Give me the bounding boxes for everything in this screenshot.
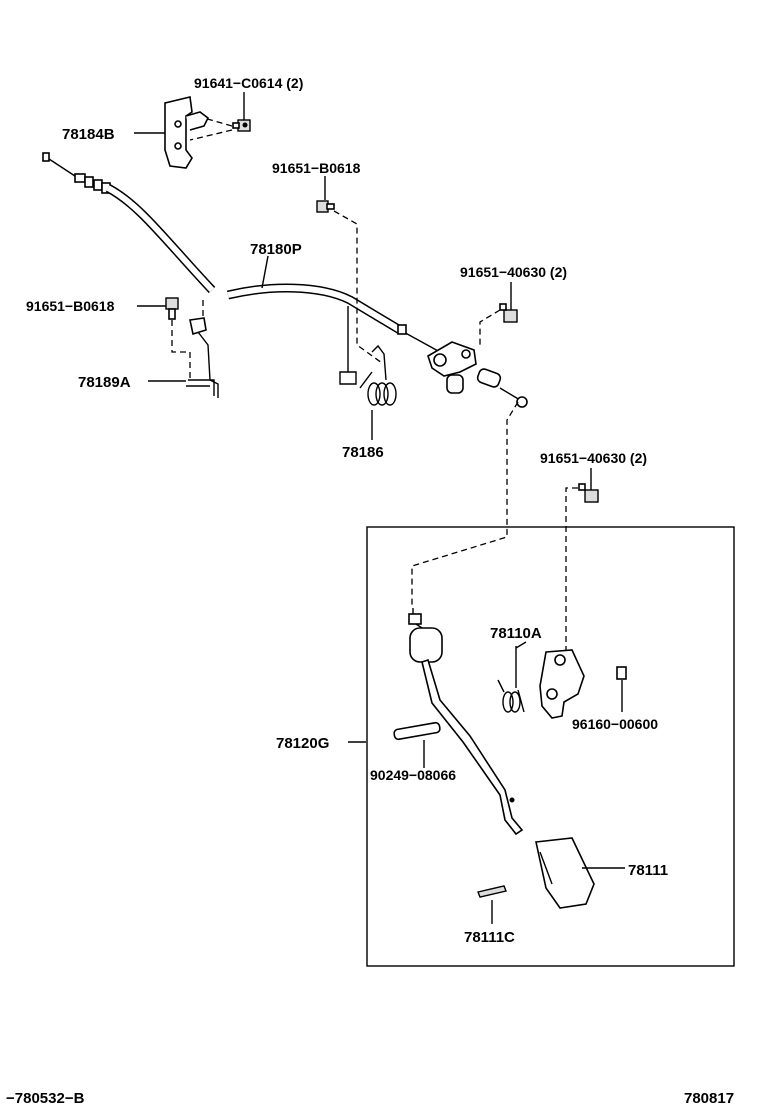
bolt-91651-40630-upper [499, 303, 518, 323]
dash-91651-40630-upper [479, 309, 501, 348]
label-91651-b0618-left: 91651−B0618 [26, 298, 115, 314]
label-78186: 78186 [342, 444, 384, 461]
label-78184b: 78184B [62, 126, 115, 143]
label-91641-c0614: 91641−C0614 (2) [194, 75, 303, 91]
nut-96160-00600 [616, 666, 627, 680]
bolt-91651-b0618-top [316, 200, 335, 213]
pedal-pad-78111 [535, 837, 595, 909]
cable-78180p [42, 152, 441, 353]
bolt-91651-b0618-left [165, 297, 179, 320]
label-96160-00600: 96160−00600 [572, 716, 658, 732]
pedal-arm-78120g [408, 608, 524, 836]
footer-left-code: −780532−B [6, 1090, 85, 1107]
pedal-bracket [539, 649, 585, 719]
spring-78110a [497, 646, 525, 713]
label-90249-08066: 90249−08066 [370, 767, 456, 783]
label-78120g: 78120G [276, 735, 329, 752]
dash-91641 [189, 117, 233, 141]
pedal-assembly-box [366, 526, 735, 967]
pin-90249-08066 [393, 721, 441, 741]
dash-91651-b0618-top [333, 210, 383, 364]
label-78180p: 78180P [250, 241, 302, 258]
label-91651-b0618-top: 91651−B0618 [272, 160, 361, 176]
dash-91651-b0618-left [171, 320, 191, 378]
footer-right-code: 780817 [684, 1090, 734, 1107]
label-91651-40630-upper: 91651−40630 (2) [460, 264, 567, 280]
label-78111c: 78111C [464, 929, 515, 946]
leader-78180p [261, 255, 269, 289]
label-78189a: 78189A [78, 374, 131, 391]
bracket-78184b [164, 96, 210, 169]
leader-78110a [515, 641, 527, 649]
bolt-91651-40630-lower [578, 483, 599, 503]
bracket-78189a [186, 317, 219, 398]
label-91651-40630-lower: 91651−40630 (2) [540, 450, 647, 466]
spring-78186 [339, 306, 397, 406]
label-78111: 78111 [628, 862, 668, 879]
dash-91651-40630-lower [565, 487, 578, 656]
cable-end-bracket [427, 341, 528, 408]
label-78110a: 78110A [490, 625, 542, 642]
clip-78111c [477, 885, 507, 898]
bolt-91641-c0614 [232, 119, 251, 132]
dash-cable-to-pedal [411, 401, 519, 608]
